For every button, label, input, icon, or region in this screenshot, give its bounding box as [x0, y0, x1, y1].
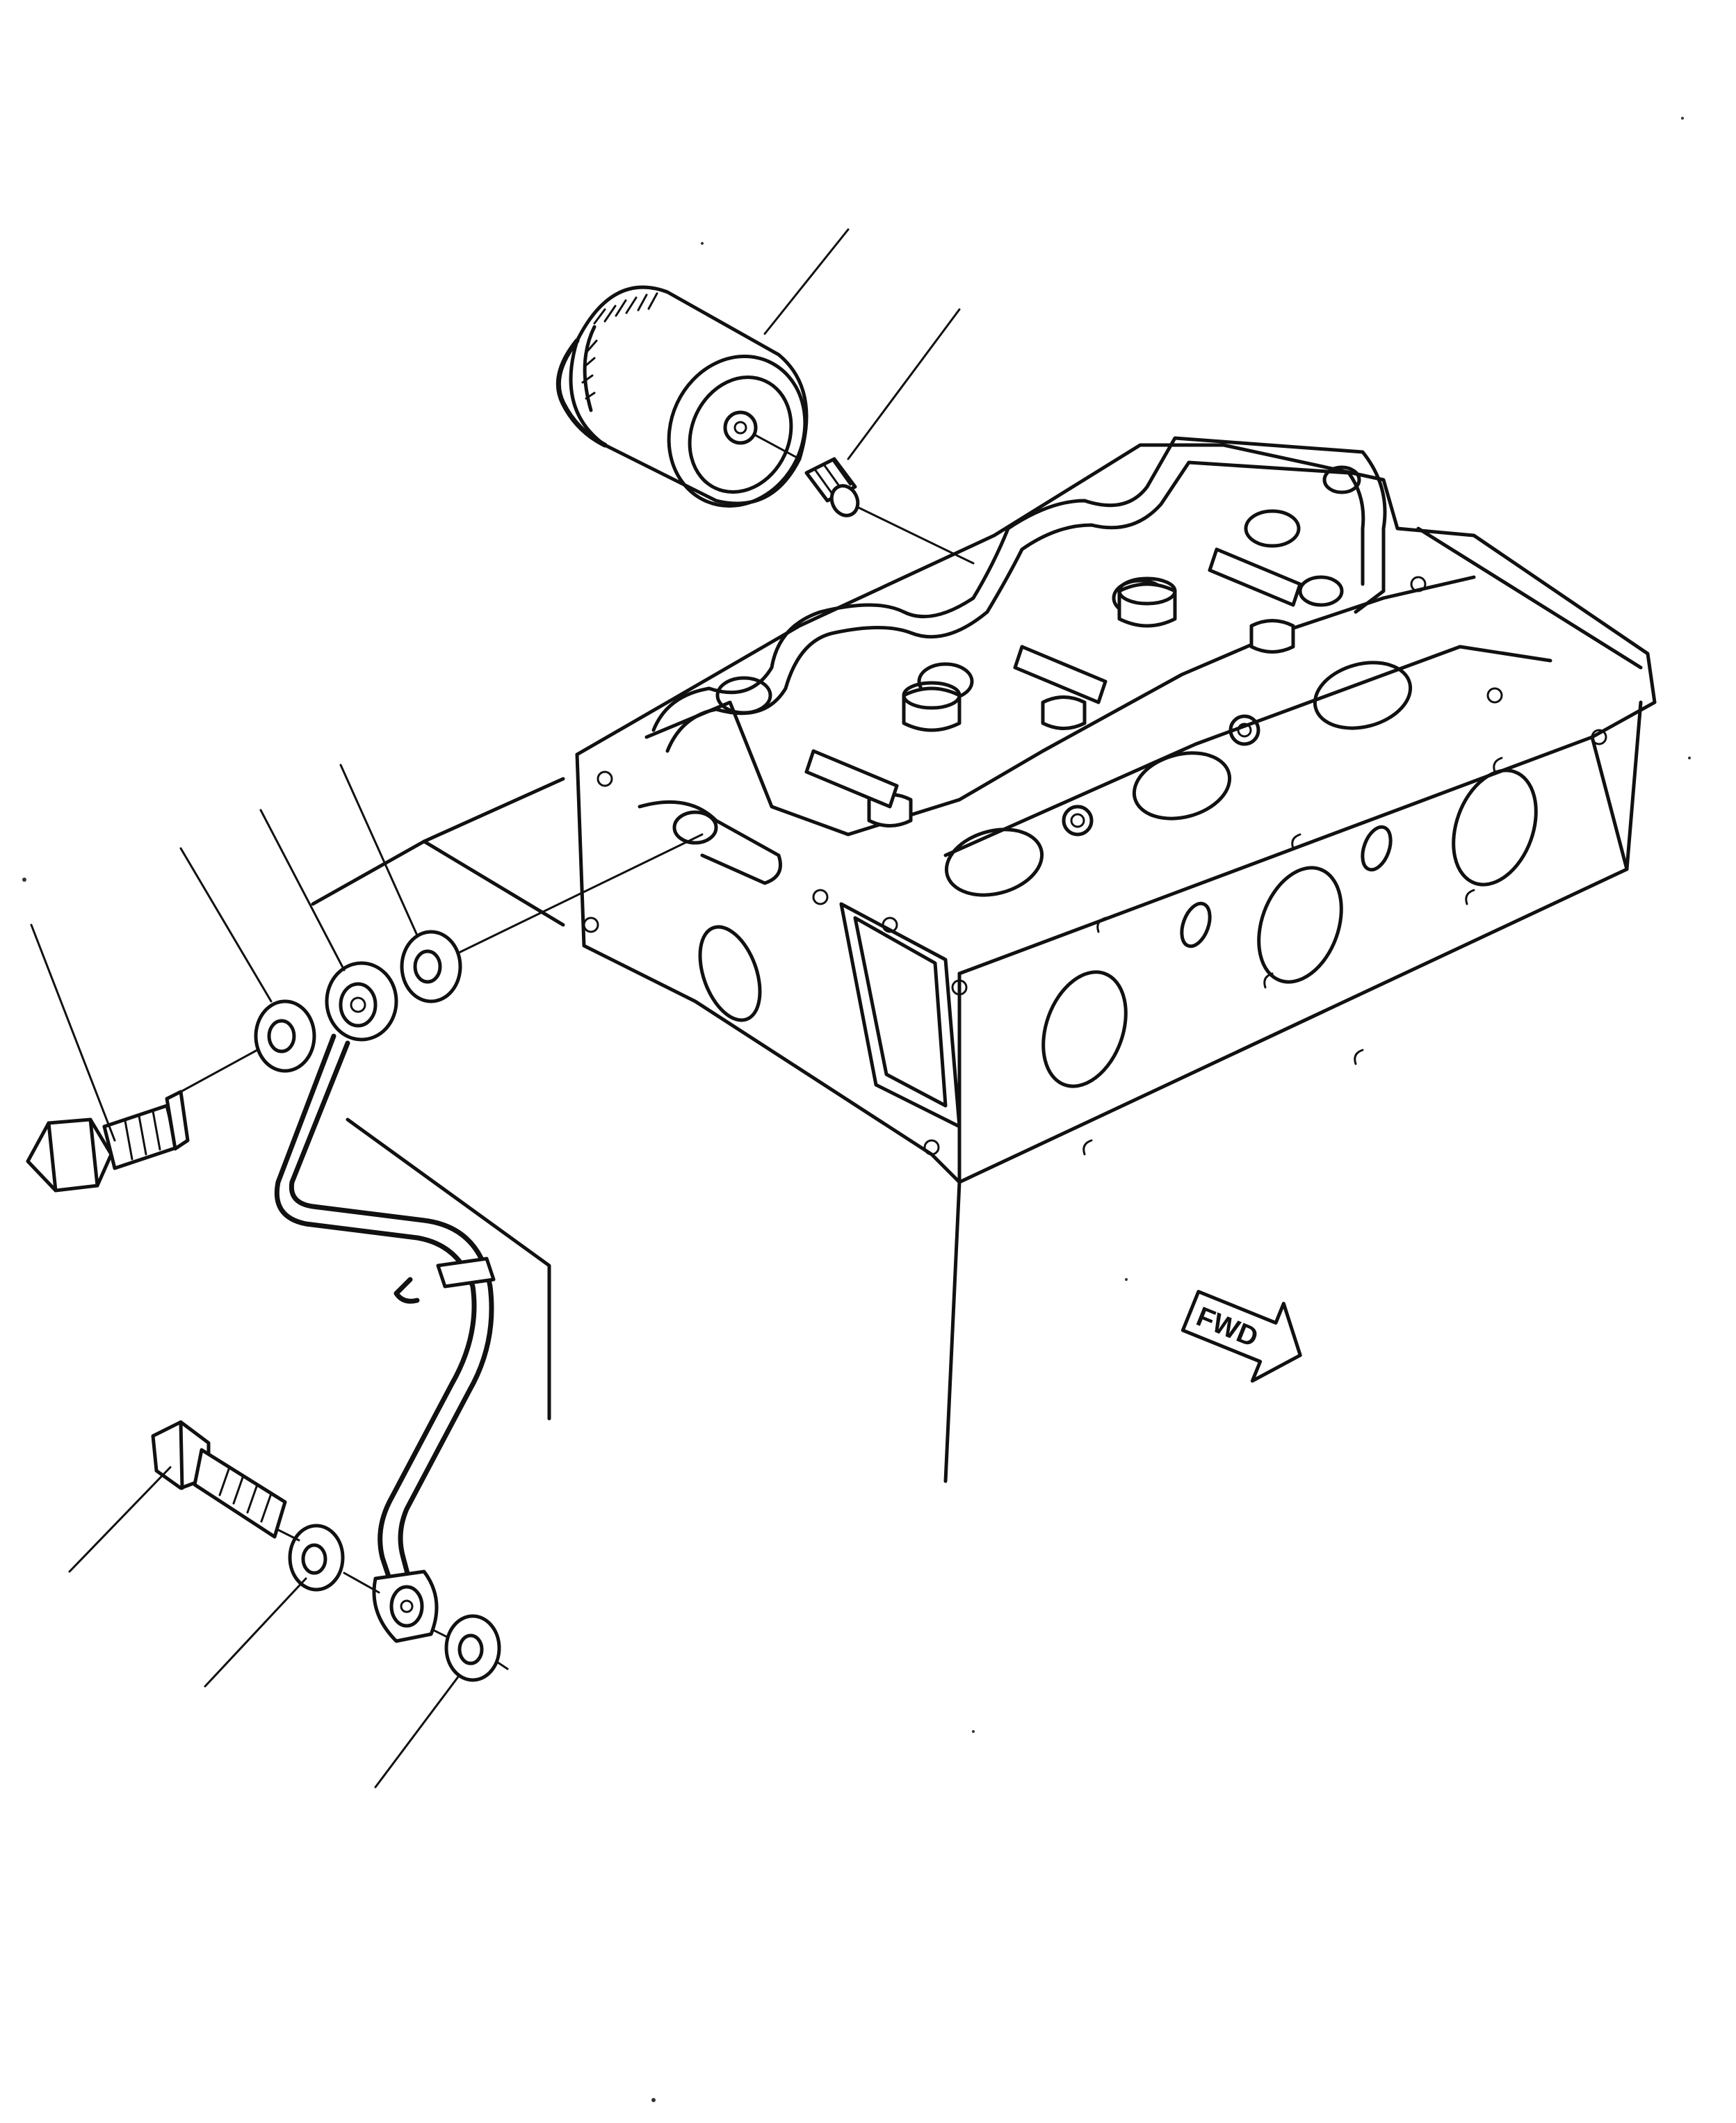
leader-lower-washer-right: [374, 1674, 460, 1789]
leader-lower-washer-left: [204, 1577, 307, 1688]
fwd-direction-arrow: FWD: [1181, 1289, 1302, 1383]
leader-filter-nipple: [847, 308, 961, 460]
upper-banjo-fitting: [325, 961, 398, 1042]
upper-bolt-axis-line: [179, 833, 704, 1093]
leader-upper-banjo: [259, 809, 346, 971]
lower-washer-left: [288, 1524, 345, 1592]
lower-banjo-bolt: [151, 1420, 287, 1539]
leader-upper-washer-right: [339, 764, 419, 937]
lower-banjo-fitting: [372, 1569, 439, 1643]
lower-washer-right: [444, 1614, 501, 1682]
oil-pipe: [274, 1033, 496, 1581]
leader-lower-bolt: [68, 1466, 172, 1573]
leader-upper-washer-left: [179, 847, 273, 1003]
filter-nipple: [804, 457, 860, 517]
filter-axis-line: [753, 433, 975, 565]
lower-bolt-axis-line: [277, 1528, 509, 1670]
upper-washer-left: [254, 999, 316, 1073]
leader-oil-filter: [763, 228, 850, 335]
cylinder-head: [311, 436, 1657, 1184]
upper-banjo-bolt: [26, 1090, 190, 1193]
engine-block-outline: [346, 1117, 962, 1483]
scan-specks: [22, 117, 1691, 2102]
upper-washer-right: [400, 930, 462, 1003]
oil-filter: [555, 285, 809, 508]
callout-leaders: [30, 228, 961, 1789]
leader-upper-bolt: [30, 923, 116, 1142]
